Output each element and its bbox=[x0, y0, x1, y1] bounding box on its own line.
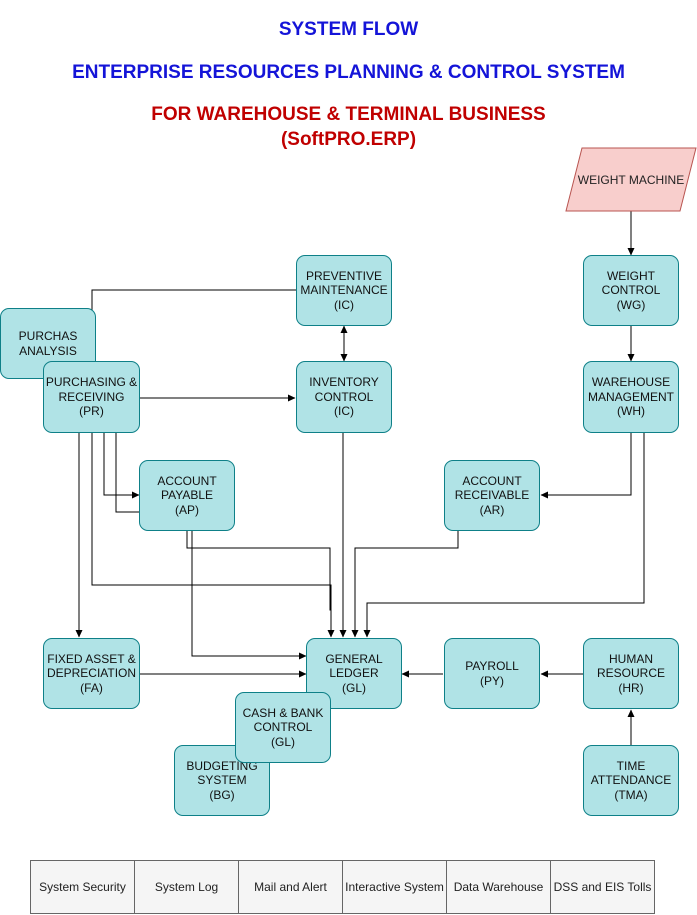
weight-control-node[interactable]: WEIGHT CONTROL (WG) bbox=[583, 255, 679, 326]
edge-ar-gl bbox=[351, 531, 459, 638]
purchasing-receiving-label: PURCHASING & RECEIVING (PR) bbox=[45, 375, 138, 419]
payroll-label: PAYROLL (PY) bbox=[465, 659, 519, 688]
weight-control-label: WEIGHT CONTROL (WG) bbox=[601, 268, 661, 312]
payroll-node[interactable]: PAYROLL (PY) bbox=[444, 638, 540, 709]
title-erp: ENTERPRISE RESOURCES PLANNING & CONTROL … bbox=[72, 62, 625, 83]
edge-preventive-purchasing bbox=[88, 289, 296, 362]
fixed-asset-label: FIXED ASSET & DEPRECIATION (FA) bbox=[46, 651, 137, 695]
cash-bank-node[interactable]: CASH & BANK CONTROL (GL) bbox=[235, 692, 331, 763]
warehouse-management-label: WAREHOUSE MANAGEMENT (WH) bbox=[587, 375, 674, 419]
account-receivable-node[interactable]: ACCOUNT RECEIVABLE (AR) bbox=[444, 460, 540, 531]
title-system-flow: SYSTEM FLOW bbox=[278, 19, 419, 40]
fixed-asset-node[interactable]: FIXED ASSET & DEPRECIATION (FA) bbox=[43, 638, 140, 709]
warehouse-management-node[interactable]: WAREHOUSE MANAGEMENT (WH) bbox=[583, 361, 679, 433]
budgeting-system-label: BUDGETING SYSTEM (BG) bbox=[186, 758, 258, 802]
module-data-warehouse[interactable]: Data Warehouse bbox=[446, 860, 551, 914]
edge-purchasing-ap bbox=[103, 433, 140, 499]
cash-bank-label: CASH & BANK CONTROL (GL) bbox=[242, 705, 324, 749]
preventive-maintenance-label: PREVENTIVE MAINTENANCE (IC) bbox=[300, 268, 388, 312]
edge-warehouse-ar bbox=[540, 433, 632, 499]
time-attendance-node[interactable]: TIME ATTENDANCE (TMA) bbox=[583, 745, 679, 816]
weight-machine-label: WEIGHT MACHINE bbox=[577, 172, 685, 187]
inventory-control-node[interactable]: INVENTORY CONTROL (IC) bbox=[296, 361, 392, 433]
purchas-analysis-label: PURCHAS ANALYSIS bbox=[18, 329, 78, 358]
human-resource-node[interactable]: HUMAN RESOURCE (HR) bbox=[583, 638, 679, 709]
module-system-log[interactable]: System Log bbox=[134, 860, 239, 914]
human-resource-label: HUMAN RESOURCE (HR) bbox=[596, 651, 665, 695]
account-payable-label: ACCOUNT PAYABLE (AP) bbox=[157, 473, 217, 517]
general-ledger-label: GENERAL LEDGER (GL) bbox=[325, 651, 383, 695]
general-ledger-node[interactable]: GENERAL LEDGER (GL) bbox=[306, 638, 402, 709]
preventive-maintenance-node[interactable]: PREVENTIVE MAINTENANCE (IC) bbox=[296, 255, 392, 326]
time-attendance-label: TIME ATTENDANCE (TMA) bbox=[590, 758, 672, 802]
module-dss-eis-tolls[interactable]: DSS and EIS Tolls bbox=[550, 860, 655, 914]
title-warehouse-terminal: FOR WAREHOUSE & TERMINAL BUSINESS bbox=[151, 104, 546, 125]
module-system-security[interactable]: System Security bbox=[30, 860, 135, 914]
bottom-modules-bar: System Security System Log Mail and Aler… bbox=[30, 860, 655, 914]
module-mail-alert[interactable]: Mail and Alert bbox=[238, 860, 343, 914]
account-receivable-label: ACCOUNT RECEIVABLE (AR) bbox=[454, 473, 530, 517]
inventory-control-label: INVENTORY CONTROL (IC) bbox=[309, 375, 379, 419]
account-payable-node[interactable]: ACCOUNT PAYABLE (AP) bbox=[139, 460, 235, 531]
title-softpro: (SoftPRO.ERP) bbox=[280, 129, 417, 150]
edge-warehouse-gl bbox=[363, 433, 645, 638]
edge-ap-gl bbox=[186, 531, 331, 611]
weight-machine-shape bbox=[565, 147, 697, 212]
edge-purchasing-gl-a bbox=[91, 433, 335, 638]
purchasing-receiving-node[interactable]: PURCHASING & RECEIVING (PR) bbox=[43, 361, 140, 433]
module-interactive-system[interactable]: Interactive System bbox=[342, 860, 447, 914]
